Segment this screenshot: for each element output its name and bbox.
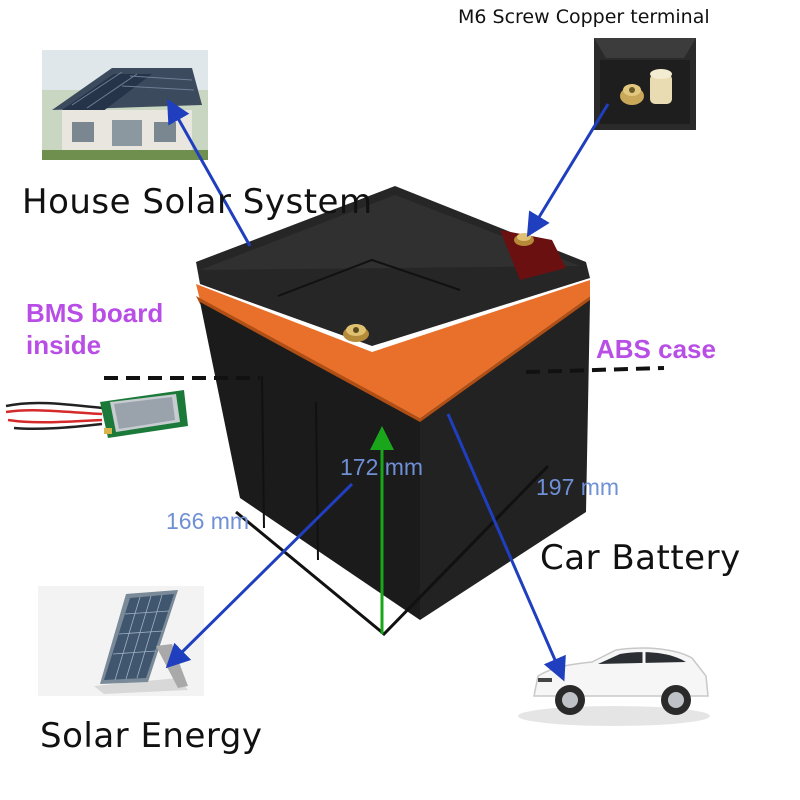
bms-label-line2: inside xyxy=(26,330,102,360)
terminal-image xyxy=(594,38,696,130)
solar-energy-label: Solar Energy xyxy=(40,716,263,756)
abs-case-label: ABS case xyxy=(596,334,716,364)
solar-panel-image xyxy=(38,586,204,696)
car-battery-label: Car Battery xyxy=(540,538,741,578)
solar-pointer-arrow xyxy=(165,482,354,669)
car-pointer-arrow xyxy=(446,413,566,682)
height-dimension-label: 172 mm xyxy=(340,454,424,480)
battery-image xyxy=(196,186,590,620)
terminal-label: M6 Screw Copper terminal xyxy=(458,6,710,28)
abs-callout-line xyxy=(525,366,665,374)
house-solar-image xyxy=(42,50,208,160)
house-solar-label: House Solar System xyxy=(22,182,373,222)
base-dimension-lines xyxy=(235,464,550,637)
terminal-pointer-arrow xyxy=(526,103,610,238)
width-dimension-label: 197 mm xyxy=(536,474,620,500)
depth-dimension-label: 166 mm xyxy=(166,508,250,534)
house-pointer-arrow xyxy=(167,98,252,247)
car-image xyxy=(494,592,734,740)
bms-board-image xyxy=(4,380,190,452)
bms-label-line1: BMS board xyxy=(26,298,164,328)
